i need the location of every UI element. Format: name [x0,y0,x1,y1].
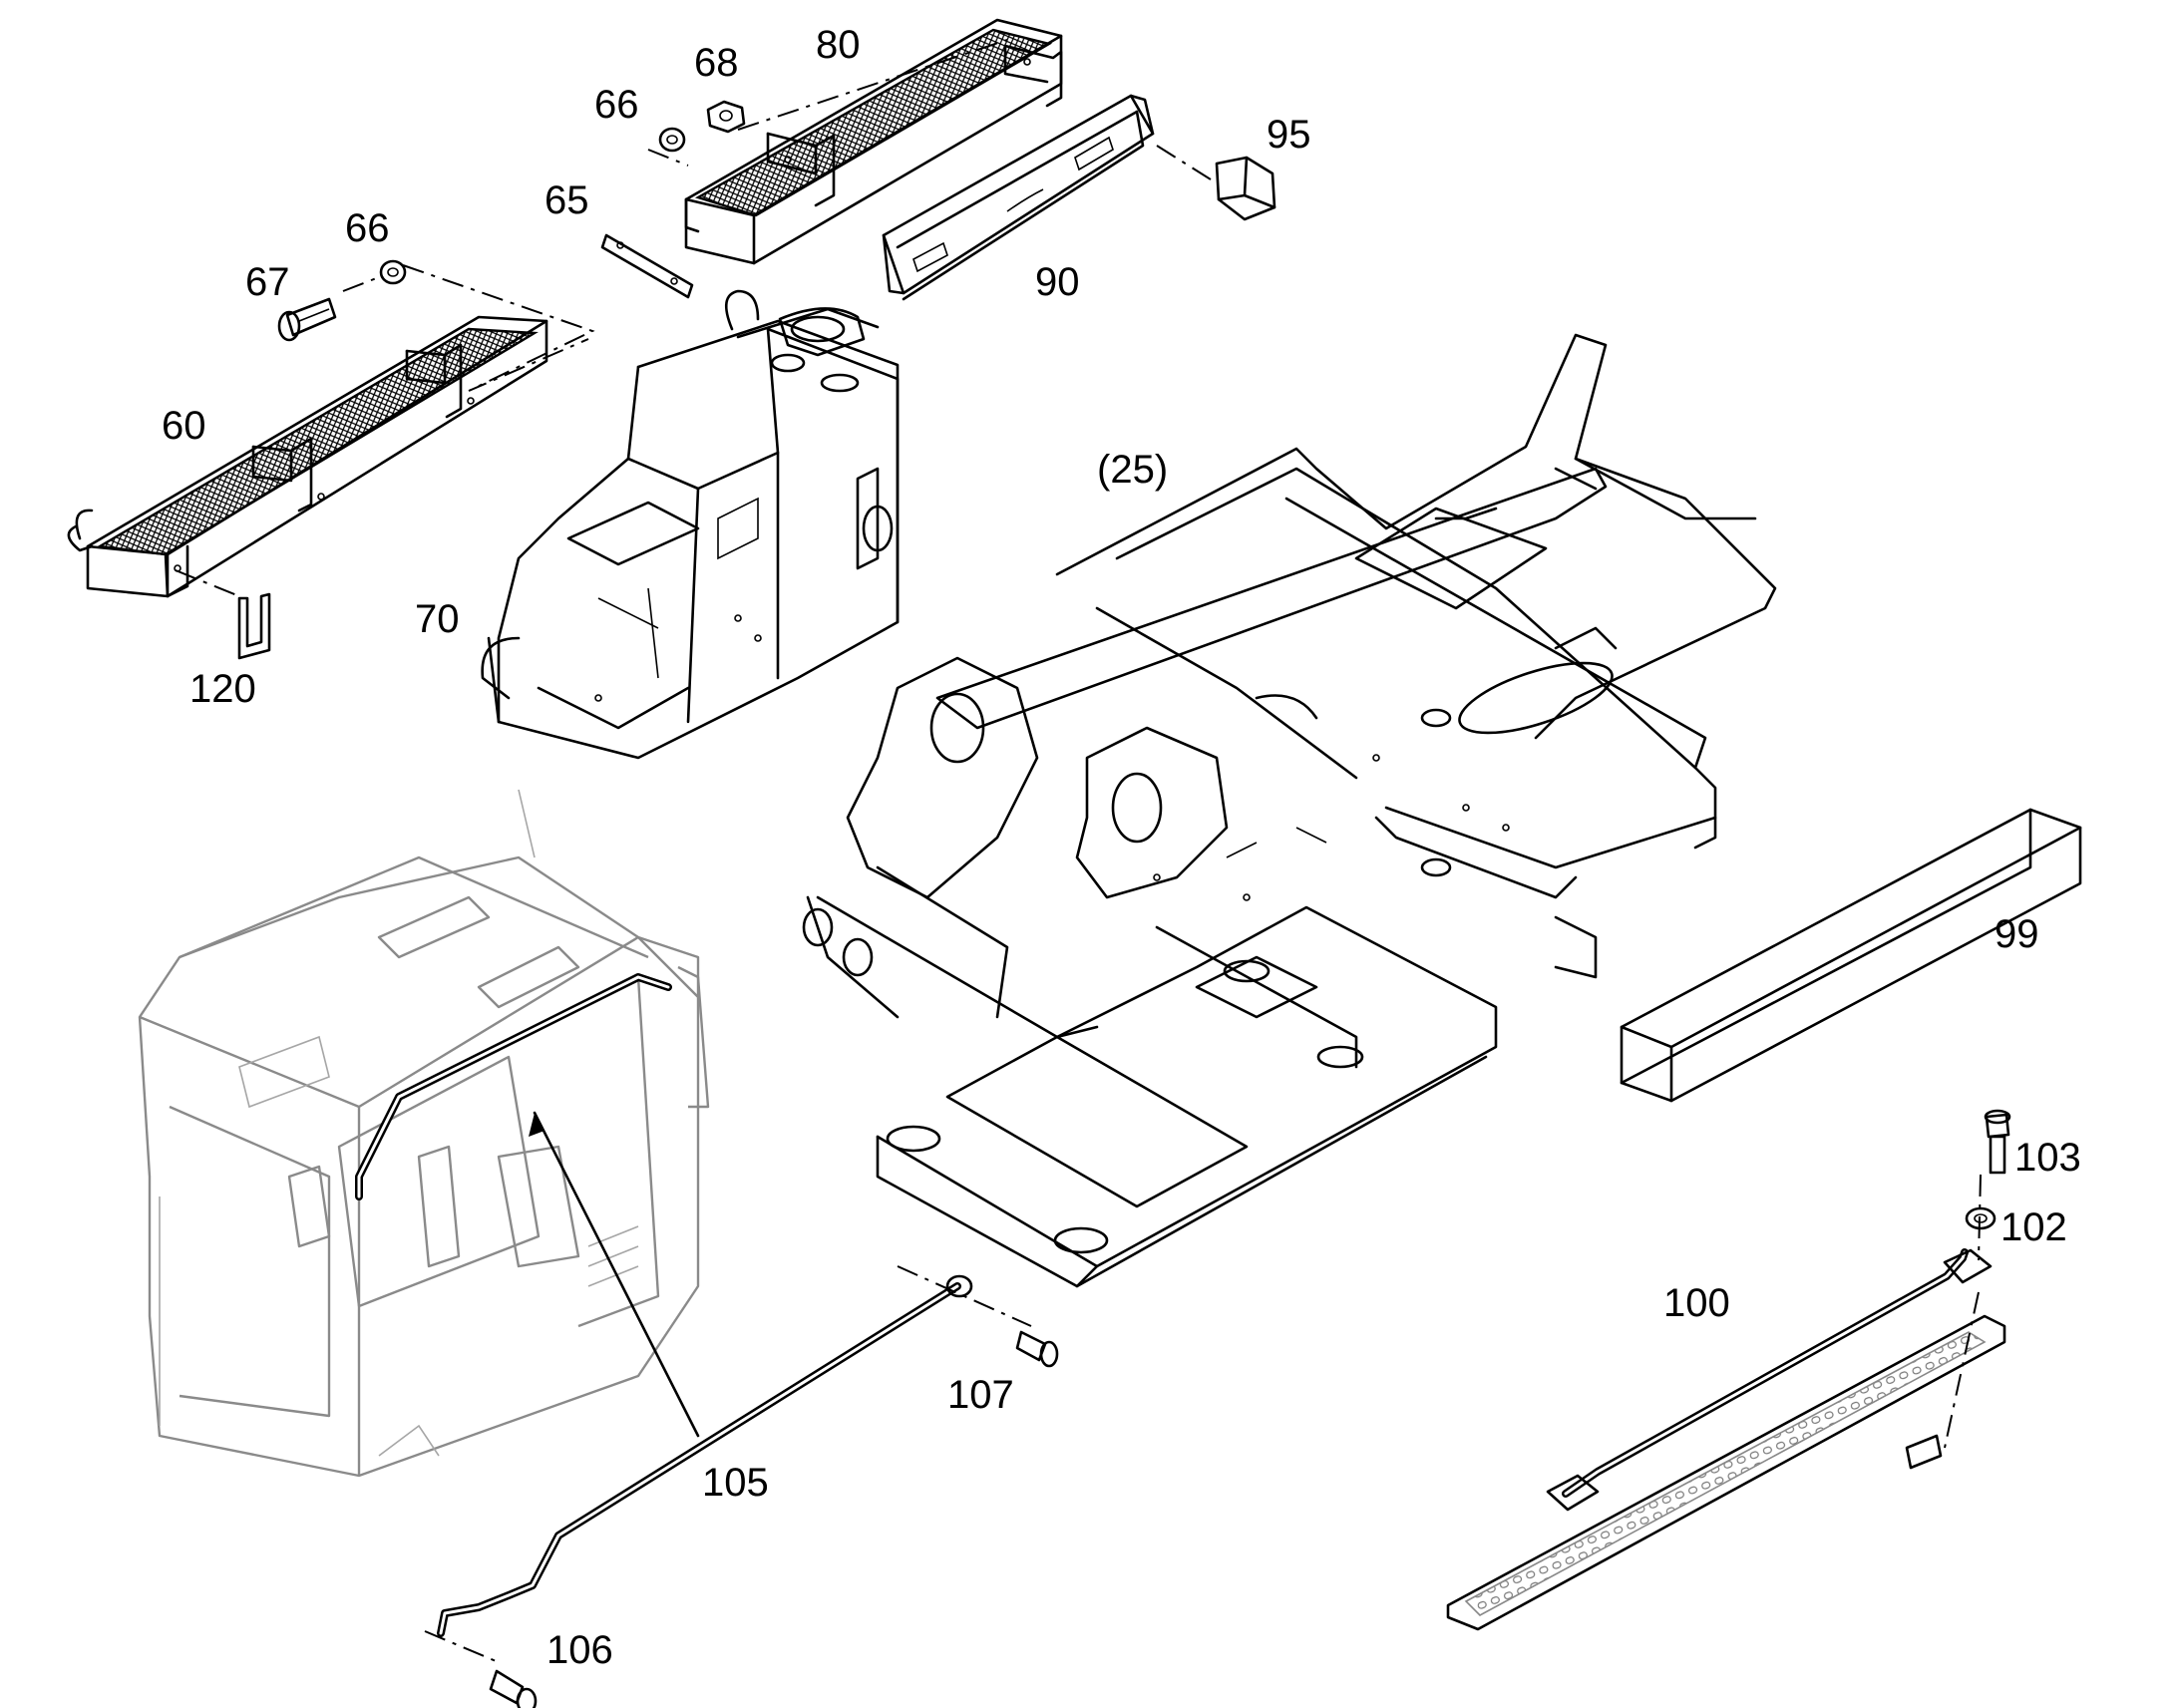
part-66-washer-lower [379,259,407,285]
callout-65: 65 [545,178,589,222]
part-107-bolt [1015,1330,1059,1368]
callout-103: 103 [2014,1136,2081,1180]
part-103-bolt [1984,1109,2011,1175]
callout-120: 120 [189,667,256,711]
part-105-handrail [355,973,973,1637]
cab-outline-reference [138,789,710,1478]
part-120-shim [237,592,271,660]
callout-106: 106 [546,1628,613,1672]
callout-105: 105 [702,1461,769,1505]
part-95-corner-bracket [1215,156,1276,221]
callout-95: 95 [1267,113,1311,157]
part-66-washer-upper [658,127,686,153]
part-100-step-assembly [1446,1174,2006,1631]
callout-107: 107 [947,1373,1014,1417]
callout-80: 80 [816,23,861,67]
part-102-washer [1965,1206,1997,1230]
callout-100: 100 [1663,1281,1730,1325]
callout-labels: 60 65 66 66 67 68 70 80 90 95 99 100 102… [162,23,2081,1672]
callout-67: 67 [245,260,290,304]
callout-25: (25) [1097,448,1168,492]
callout-60: 60 [162,404,206,448]
part-25-upper-frame [802,333,1777,1288]
part-70-platform-frame [481,289,900,760]
callout-70: 70 [415,597,460,641]
part-80-walkway-step [684,18,1063,265]
callout-99: 99 [1995,912,2039,956]
callout-66-lower: 66 [345,206,390,250]
callout-66-upper: 66 [594,83,639,127]
callout-102: 102 [2000,1205,2067,1249]
part-67-bolt [277,297,337,342]
part-90-side-plate [882,94,1155,301]
callout-68: 68 [694,41,739,85]
part-106-bolt [424,1630,538,1708]
callout-90: 90 [1035,260,1080,304]
part-60-walkway-step [67,315,548,598]
part-99-block [1620,808,2082,1103]
part-65-plate [600,233,694,299]
part-68-nut [706,100,746,134]
